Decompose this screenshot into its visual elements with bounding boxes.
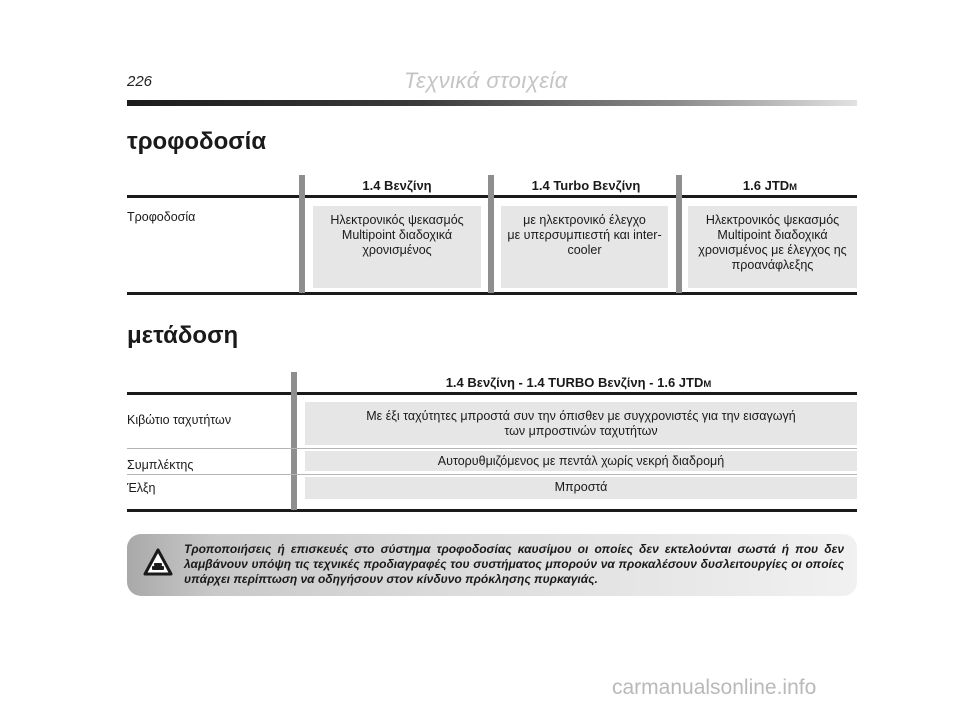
- warning-box: [127, 534, 857, 596]
- transmission-value-line: Μπροστά: [554, 480, 608, 494]
- fuel-separator-1: [299, 175, 305, 293]
- page-number: 226: [127, 73, 153, 90]
- watermark: carmanualsonline.info: [612, 676, 817, 699]
- fuel-bottom-rule: [127, 292, 857, 295]
- header-rule: [127, 100, 857, 106]
- transmission-header-rule: [127, 392, 857, 395]
- fuel-col-header-1: 1.4 Βενζίνη: [306, 178, 488, 193]
- transmission-row-label: Κιβώτιο ταχυτήτων: [127, 413, 232, 427]
- section-title: Τεχνικά στοιχεία: [404, 68, 568, 93]
- fuel-separator-3: [676, 175, 682, 293]
- fuel-separator-2: [488, 175, 494, 293]
- fuel-col-header-2: 1.4 Turbo Βενζίνη: [496, 178, 676, 193]
- fuel-cell-2: με ηλεκτρονικό έλεγχο με υπερσυμπιεστή κ…: [501, 206, 668, 288]
- transmission-row-value: Αυτορυθμιζόμενος με πεντάλ χωρίς νεκρή δ…: [305, 451, 857, 471]
- fuel-cell-1: Ηλεκτρονικός ψεκασμός Multipoint διαδοχι…: [313, 206, 481, 288]
- transmission-heading: μετάδοση: [127, 322, 239, 349]
- transmission-row-value: Με έξι ταχύτητες μπροστά συν την όπισθεν…: [305, 402, 857, 445]
- warning-triangle-icon: [143, 548, 173, 576]
- transmission-value-line: των μπροστινών ταχυτήτων: [504, 424, 658, 438]
- fuel-col-header-1-text: 1.4 Βενζίνη: [362, 178, 432, 193]
- fuel-cell-2-line: με υπερσυμπιεστή και inter-: [507, 228, 662, 242]
- fuel-cell-3-line: Ηλεκτρονικός ψεκασμός: [705, 213, 840, 227]
- fuel-col-header-3-suffix: M: [789, 182, 798, 193]
- warning-text: Τροποποιήσεις ή επισκευές στο σύστημα τρ…: [184, 542, 844, 586]
- transmission-row-divider: [127, 448, 857, 449]
- transmission-row-value: Μπροστά: [305, 477, 857, 499]
- transmission-bottom-rule: [127, 509, 857, 512]
- transmission-row-label: Έλξη: [127, 481, 156, 495]
- fuel-cell-3-line: προανάφλεξης: [731, 258, 814, 272]
- fuel-cell-1-line: Ηλεκτρονικός ψεκασμός: [330, 213, 464, 227]
- fuel-row-label: Τροφοδοσία: [127, 210, 196, 224]
- fuel-cell-1-line: χρονισμένος: [362, 243, 432, 257]
- transmission-value-line: Αυτορυθμιζόμενος με πεντάλ χωρίς νεκρή δ…: [437, 454, 725, 468]
- fuel-col-header-3-text: 1.6 JTD: [742, 178, 790, 193]
- fuel-cell-2-line: cooler: [567, 243, 602, 257]
- transmission-separator: [291, 372, 297, 510]
- transmission-col-header-suffix: M: [703, 379, 712, 390]
- fuel-heading: τροφοδοσία: [127, 128, 267, 155]
- fuel-cell-3: Ηλεκτρονικός ψεκασμός Multipoint διαδοχι…: [688, 206, 857, 288]
- transmission-row-divider: [127, 474, 857, 475]
- fuel-cell-1-line: Multipoint διαδοχικά: [341, 228, 453, 242]
- transmission-col-header-text: 1.4 Βενζίνη - 1.4 TURBO Βενζίνη - 1.6 JT…: [445, 375, 704, 390]
- fuel-col-header-2-text: 1.4 Turbo Βενζίνη: [531, 178, 641, 193]
- fuel-cell-3-line: χρονισμένος με έλεγχος ης: [698, 243, 847, 257]
- transmission-row-label: Συμπλέκτης: [127, 458, 194, 472]
- fuel-cell-3-line: Multipoint διαδοχικά: [717, 228, 828, 242]
- fuel-col-header-3: 1.6 JTDM: [684, 178, 856, 193]
- transmission-col-header: 1.4 Βενζίνη - 1.4 TURBO Βενζίνη - 1.6 JT…: [300, 375, 857, 390]
- transmission-value-line: Με έξι ταχύτητες μπροστά συν την όπισθεν…: [366, 409, 796, 423]
- fuel-cell-2-line: με ηλεκτρονικό έλεγχο: [523, 213, 646, 227]
